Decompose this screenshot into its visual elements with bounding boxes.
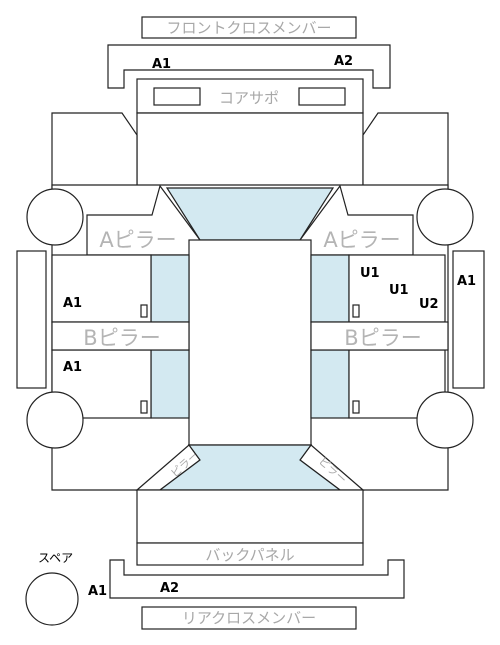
spare-label: スペア: [38, 551, 73, 565]
trunk[interactable]: [136, 489, 364, 544]
front-marker-a1: A1: [152, 57, 171, 72]
right-rear-wheel[interactable]: [416, 391, 474, 449]
right-outer-marker-a1: A1: [457, 274, 476, 289]
left-marker-a1-upper: A1: [63, 296, 82, 311]
left-front-door[interactable]: [51, 254, 152, 323]
right-rocker-panel[interactable]: [452, 250, 485, 389]
a-pillar-left-label: Aピラー: [99, 228, 176, 252]
back-panel-label: バックパネル: [205, 546, 294, 564]
left-rear-door-handle: [140, 400, 148, 414]
right-marker-u1-a: U1: [360, 266, 380, 281]
right-front-wheel[interactable]: [416, 188, 474, 246]
back-panel[interactable]: バックパネル: [136, 542, 364, 566]
left-rear-wheel[interactable]: [26, 391, 84, 449]
spare-tire[interactable]: [25, 572, 79, 626]
left-front-door-handle: [140, 304, 148, 318]
cabin: [188, 239, 312, 446]
core-support[interactable]: コアサポ: [136, 78, 364, 114]
b-pillar-right-label: Bピラー: [344, 326, 421, 350]
right-marker-u1-b: U1: [389, 283, 409, 298]
left-front-door-glass[interactable]: [150, 254, 190, 323]
rear-reinforcement[interactable]: [109, 559, 405, 599]
right-front-door-glass[interactable]: [310, 254, 350, 323]
left-marker-a1-lower: A1: [63, 360, 82, 375]
right-rear-door-handle: [352, 400, 360, 414]
rear-marker-a1: A1: [88, 584, 107, 599]
rear-marker-a2: A2: [160, 581, 179, 596]
front-cross-member[interactable]: フロントクロスメンバー: [141, 16, 357, 39]
left-rocker-panel[interactable]: [16, 250, 47, 389]
right-front-door[interactable]: [348, 254, 446, 323]
front-marker-a2: A2: [334, 54, 353, 69]
b-pillar-left[interactable]: [51, 321, 190, 351]
left-rear-door-glass[interactable]: [150, 349, 190, 419]
right-front-door-handle: [352, 304, 360, 318]
a-pillar-right-label: Aピラー: [323, 228, 400, 252]
right-marker-u2: U2: [419, 297, 439, 312]
right-rear-door-glass[interactable]: [310, 349, 350, 419]
left-front-wheel[interactable]: [26, 188, 84, 246]
front-cross-member-label: フロントクロスメンバー: [166, 19, 331, 37]
rear-cross-member[interactable]: リアクロスメンバー: [141, 606, 357, 630]
core-support-label: コアサポ: [219, 89, 279, 107]
front-reinforcement[interactable]: [107, 44, 391, 89]
b-pillar-left-label: Bピラー: [83, 326, 160, 350]
b-pillar-right[interactable]: [310, 321, 449, 351]
rear-cross-member-label: リアクロスメンバー: [182, 609, 316, 627]
